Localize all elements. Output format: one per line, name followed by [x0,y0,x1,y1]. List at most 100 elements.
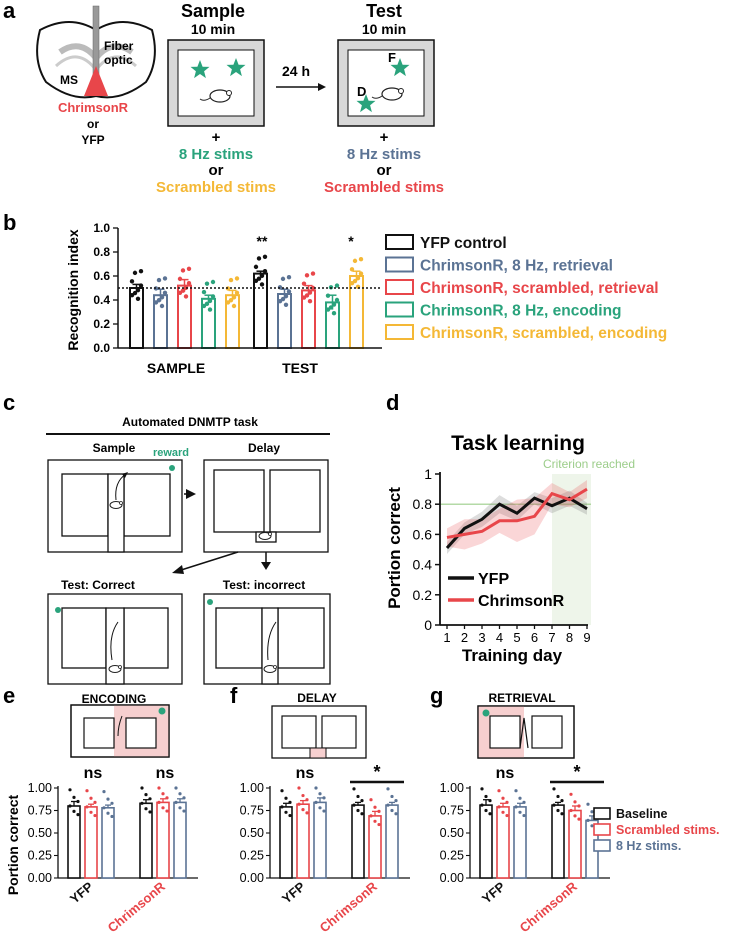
b-legend-label: ChrimsonR, 8 Hz, retrieval [420,258,613,275]
panel-letter-b: b [3,210,16,235]
g-data-point [488,799,492,803]
efg-legend-swatch [593,823,611,836]
sample-arena: Sample 10 min + 8 Hz stims or Scrambled … [156,1,276,196]
fiber-label-2: optic [104,53,133,67]
b-category-test: TEST [282,360,318,376]
f-sig-label: * [373,762,380,782]
panel-c: c Automated DNMTP task Sample reward Del… [3,390,331,685]
f-y-tick-label: 1.00 [240,781,264,795]
b-data-point [183,294,189,299]
b-y-tick-label: 1.0 [93,221,110,235]
b-data-point [307,290,313,295]
sample-or: or [209,162,224,179]
e-data-point [144,793,148,797]
sample-plus: + [212,129,221,146]
e-data-point [110,814,114,819]
panel-letter-f: f [230,683,238,708]
f-data-point [356,808,360,813]
d-y-tick-label: 0.6 [413,526,433,542]
c-delay-box [203,459,329,553]
e-data-point [182,796,186,800]
f-data-point [305,811,309,815]
b-data-point [234,276,240,281]
reward-icon [169,465,175,471]
b-data-point [352,258,358,264]
e-data-point [178,806,182,810]
e-data-point [178,792,182,796]
b-data-point [177,276,183,282]
f-data-point [377,822,381,827]
d-legend-yfp: YFP [478,571,509,588]
b-data-point [283,302,289,307]
b-data-point [280,276,286,282]
b-legend-swatch [385,234,414,250]
e-data-point [76,799,80,804]
delay-arrow: 24 h [276,63,326,91]
f-data-point [360,799,364,803]
g-data-point [577,817,581,821]
f-data-point [280,805,284,809]
f-category-label: YFP [279,879,308,907]
b-data-point [358,271,364,276]
b-data-point [231,303,237,309]
d-x-tick-label: 5 [513,630,520,645]
d-x-tick-label: 7 [548,630,555,645]
f-data-point [386,803,390,807]
e-data-point [144,807,148,811]
f-bar [385,804,399,879]
f-data-point [352,787,356,791]
d-legend: YFP ChrimsonR [448,571,565,610]
f-schematic [271,705,367,759]
sample-stim-8hz: 8 Hz stims [179,146,253,163]
f-data-point [297,802,301,806]
b-data-point [156,277,162,283]
f-data-point [377,809,381,814]
test-duration: 10 min [362,21,406,37]
e-data-point [102,790,106,794]
g-data-point [577,804,581,808]
arrow-right-icon [318,83,326,91]
b-y-axis-label: Recognition index [65,229,81,351]
e-data-point [72,809,76,814]
reward-icon [55,607,61,613]
f-data-point [301,808,305,812]
mouse-icon [109,501,123,509]
f-data-point [322,796,326,800]
arrow-down-icon [261,562,271,570]
b-data-point [135,287,141,293]
sample-duration: 10 min [191,21,235,37]
b-data-point [210,279,216,285]
b-bars [118,254,382,350]
d-x-tick-label: 9 [583,630,590,645]
e-data-point [68,804,72,808]
b-data-point [286,289,292,294]
f-data-point [386,787,390,791]
d-x-tick-label: 4 [496,630,503,645]
f-bar [313,801,327,879]
mouse-icon [263,665,277,673]
f-title: DELAY [297,691,337,705]
ms-label: MS [60,73,78,87]
f-data-point [373,805,377,809]
g-data-point [484,794,488,799]
g-data-point [497,805,501,809]
ms-target-icon [84,66,108,96]
e-data-point [89,796,93,800]
b-legend-swatch [385,324,414,340]
e-sig-label: ns [84,765,103,782]
panel-letter-e: e [3,683,15,708]
brain-schematic: Fiber optic MS ChrimsonR or YFP [36,5,156,147]
b-data-point [159,303,165,309]
b-data-point [262,269,268,274]
d-y-tick-label: 0.4 [413,557,433,573]
f-data-point [318,792,322,796]
yfp-label: YFP [81,133,104,147]
f-data-point [360,812,364,816]
b-data-point [334,283,340,288]
b-y-tick-label: 0.8 [93,245,110,259]
g-data-point [590,810,594,814]
b-legend-swatch [385,279,414,295]
g-data-point [514,805,518,809]
g-data-point [569,808,573,813]
